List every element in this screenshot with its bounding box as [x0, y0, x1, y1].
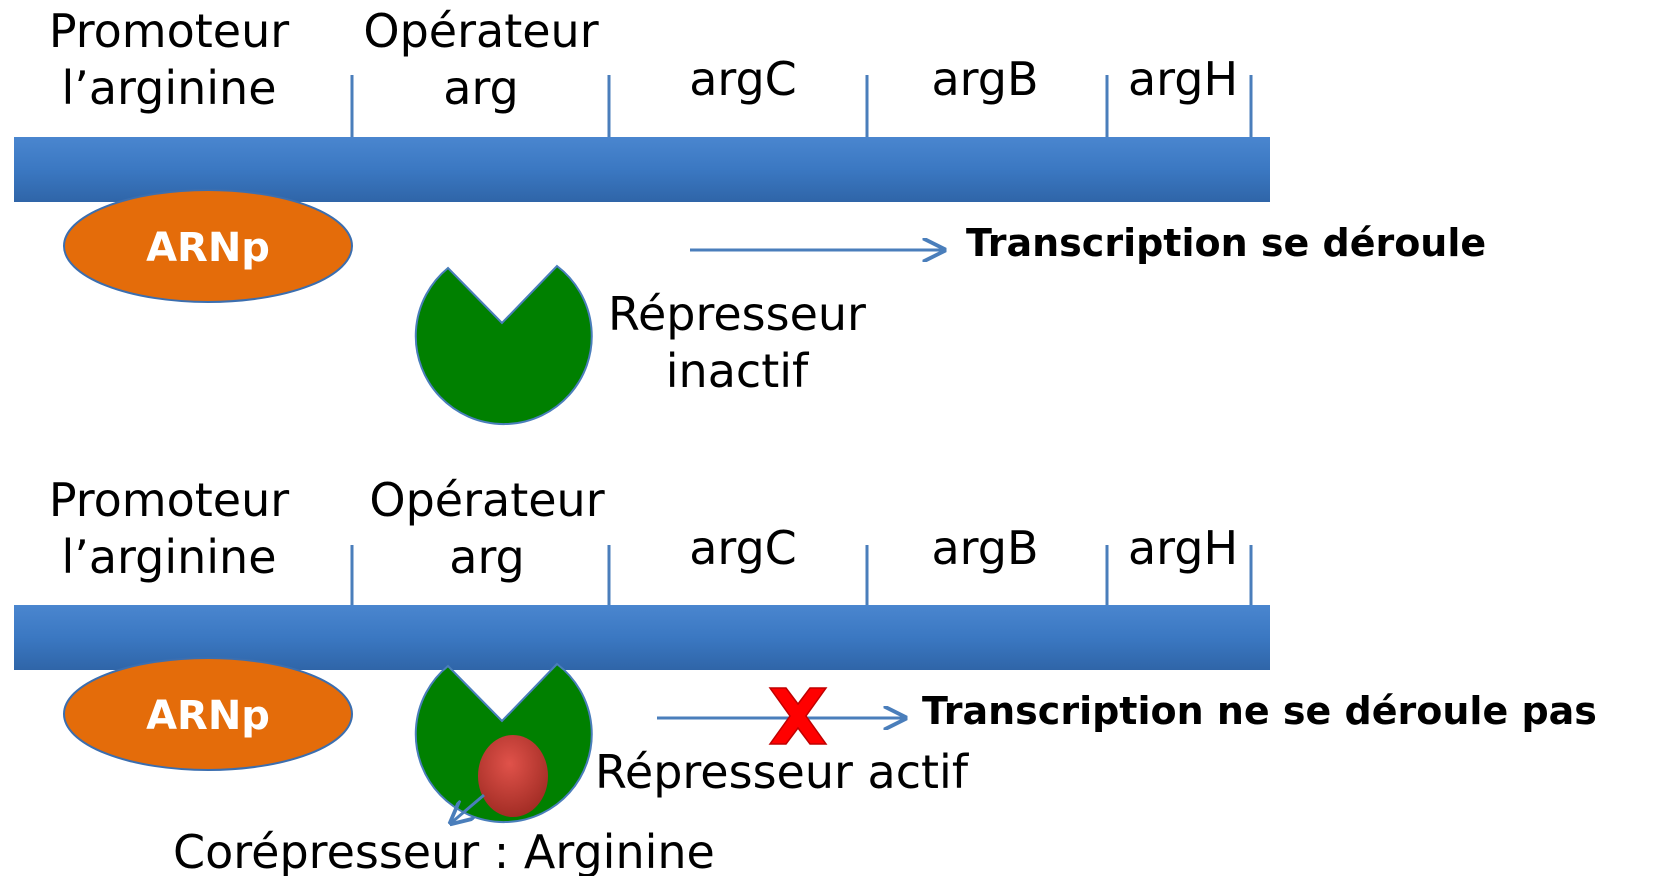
- corepressor-pointer-arrow: [451, 793, 485, 823]
- gene-argH-label: argH: [1128, 52, 1238, 106]
- operator-label-line1: Opérateur: [363, 4, 598, 58]
- promoter-label-line2: l’arginine: [61, 530, 276, 584]
- blocked-cross-icon: [768, 687, 828, 745]
- corepressor-label: Corépresseur : Arginine: [173, 825, 715, 876]
- promoter-label-line1: Promoteur: [49, 473, 289, 527]
- gene-argB-label: argB: [931, 521, 1038, 575]
- operator-label-line1: Opérateur: [369, 473, 604, 527]
- gene-argC-label: argC: [689, 52, 797, 106]
- panel-top: Promoteur l’arginine Opérateur arg argC …: [14, 4, 1486, 426]
- panel-bottom: Promoteur l’arginine Opérateur arg argC …: [14, 473, 1597, 879]
- transcription-status: Transcription se déroule: [966, 221, 1486, 265]
- gene-argB-label: argB: [931, 52, 1038, 106]
- promoter-label-line2: l’arginine: [61, 61, 276, 115]
- rna-polymerase-label: ARNp: [146, 693, 270, 739]
- repressor-label-line1: Répresseur: [608, 287, 866, 341]
- gene-dividers: [350, 545, 1253, 606]
- corepressor-arginine: [478, 735, 548, 817]
- gene-argC-label: argC: [689, 521, 797, 575]
- repressor-label: Répresseur actif: [595, 745, 970, 799]
- promoter-label-line1: Promoteur: [49, 4, 289, 58]
- gene-argH-label: argH: [1128, 521, 1238, 575]
- rna-polymerase: ARNp: [63, 189, 353, 303]
- transcription-status: Transcription ne se déroule pas: [922, 689, 1597, 733]
- repressor-label-line2: inactif: [666, 344, 810, 398]
- operator-label-line2: arg: [449, 530, 525, 584]
- inactive-repressor-shape: [414, 264, 593, 426]
- operator-label-line2: arg: [443, 61, 519, 115]
- rna-polymerase: ARNp: [63, 657, 353, 771]
- gene-dividers: [350, 75, 1253, 138]
- rna-polymerase-label: ARNp: [146, 225, 270, 271]
